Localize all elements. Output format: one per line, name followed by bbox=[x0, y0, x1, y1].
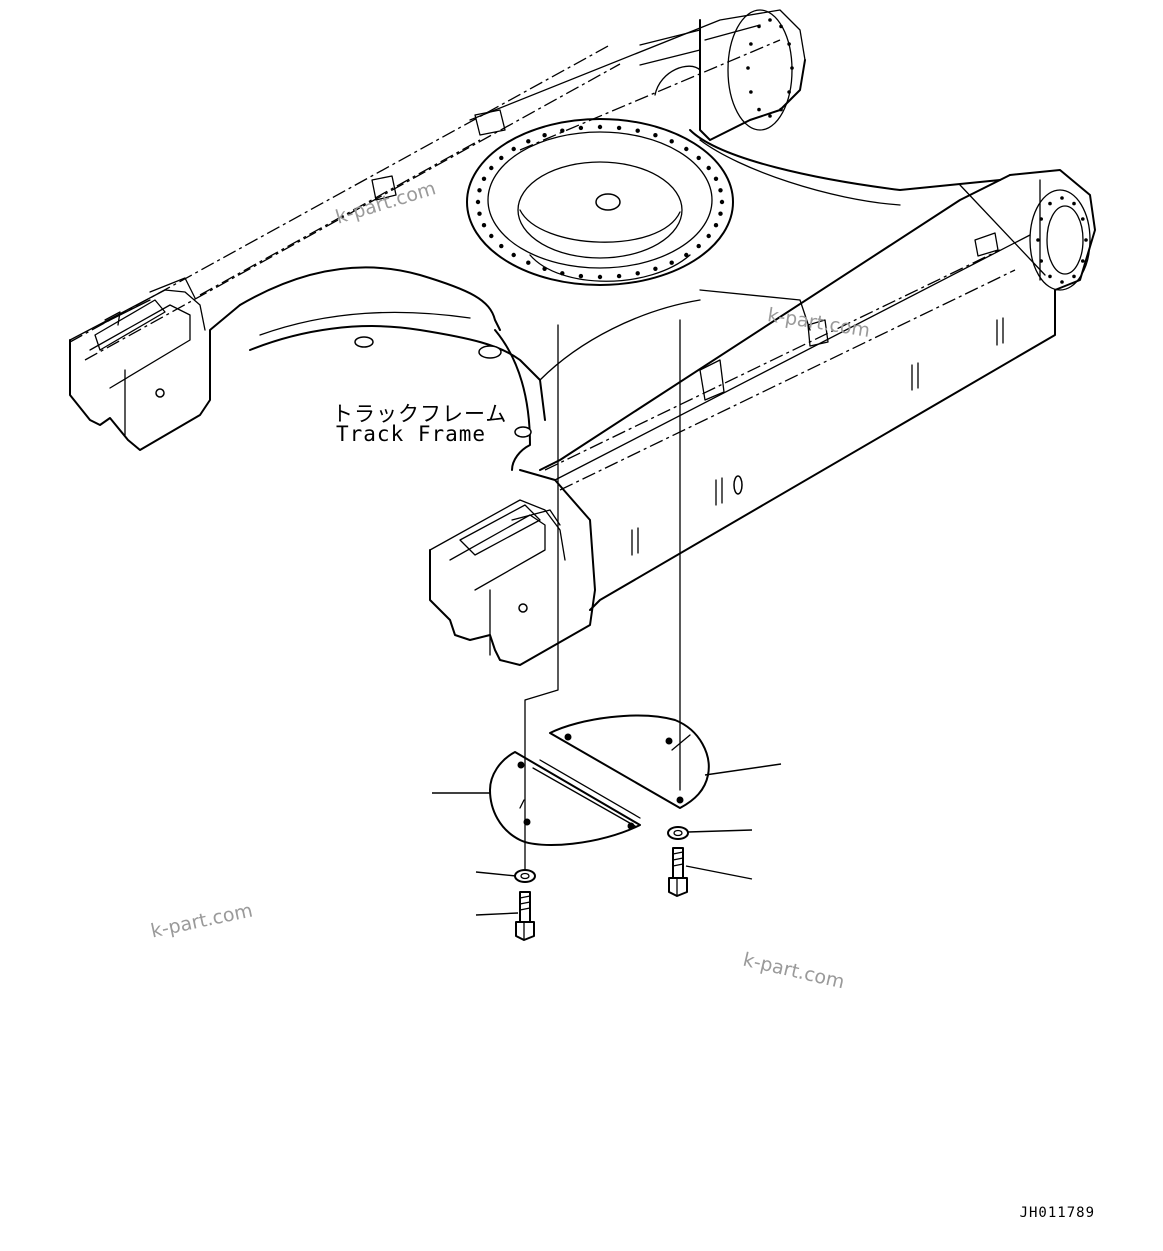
bolt-hole bbox=[1060, 280, 1064, 284]
washer-right bbox=[667, 826, 689, 840]
alignment-lines bbox=[524, 319, 681, 871]
bolt-hole bbox=[560, 271, 565, 276]
right-side-frame bbox=[429, 169, 1096, 666]
bolt-hole bbox=[653, 266, 658, 271]
bolt-hole bbox=[768, 18, 772, 22]
bolt-hole bbox=[616, 273, 622, 279]
idler-bolt-holes bbox=[746, 18, 1088, 284]
bolt-hole bbox=[560, 128, 565, 133]
bolt-hole bbox=[511, 146, 516, 152]
bolt-hole bbox=[669, 139, 674, 144]
bolt-hole bbox=[757, 24, 761, 29]
bolt-hole bbox=[787, 42, 791, 46]
bolt-hole bbox=[779, 24, 783, 29]
bolt-hole bbox=[779, 107, 783, 112]
bolt-hole bbox=[511, 252, 516, 258]
bolt-hole bbox=[1072, 201, 1076, 206]
bolt-hole bbox=[578, 273, 584, 279]
bolt-hole bbox=[635, 271, 640, 276]
bolt-hole bbox=[746, 66, 750, 70]
bolt-hole bbox=[713, 223, 719, 228]
bolt-hole bbox=[1072, 274, 1076, 279]
washer-left bbox=[514, 869, 536, 883]
bolt-hole bbox=[684, 252, 689, 258]
bolt-hole bbox=[542, 133, 547, 138]
bolt-hole bbox=[489, 165, 494, 171]
bolt-hole bbox=[653, 133, 658, 138]
cover-plate-right bbox=[549, 714, 710, 809]
bolt-hole bbox=[696, 155, 701, 161]
bolt-hole bbox=[749, 42, 753, 46]
bolt-hole bbox=[597, 274, 603, 280]
bolt-left bbox=[515, 891, 535, 941]
bolt-hole bbox=[1048, 274, 1052, 279]
bolt-hole bbox=[1060, 196, 1064, 200]
bolt-hole bbox=[1084, 238, 1088, 242]
bolt-hole bbox=[1039, 259, 1043, 263]
bolt-hole bbox=[1039, 217, 1043, 221]
bolt-hole bbox=[526, 260, 531, 265]
bolt-hole bbox=[475, 199, 481, 205]
bolt-hole bbox=[477, 211, 482, 216]
track-frame bbox=[69, 9, 1096, 666]
bolt-hole bbox=[669, 260, 674, 265]
bolt-hole bbox=[481, 223, 487, 228]
bolt-hole bbox=[719, 199, 725, 205]
bolt-hole bbox=[749, 90, 753, 94]
bolt-hole bbox=[790, 66, 794, 70]
drawing-number: JH011789 bbox=[1019, 1205, 1095, 1221]
bolt-hole bbox=[1036, 238, 1040, 242]
bolt-hole bbox=[477, 188, 482, 193]
bolt-hole bbox=[1081, 217, 1085, 221]
bolt-hole bbox=[684, 146, 689, 152]
bolt-hole bbox=[718, 188, 723, 193]
bolt-hole bbox=[499, 243, 504, 249]
bolt-hole bbox=[616, 125, 622, 131]
bolt-hole bbox=[597, 124, 603, 130]
bolt-hole bbox=[706, 233, 711, 239]
bolt-hole bbox=[706, 165, 711, 171]
center-body bbox=[239, 9, 1001, 471]
bolt-hole bbox=[768, 114, 772, 118]
bolt-hole bbox=[718, 211, 723, 216]
bolt-hole bbox=[1081, 259, 1085, 263]
left-side-frame bbox=[69, 44, 621, 451]
bolt-hole bbox=[713, 176, 719, 181]
leader-lines bbox=[432, 763, 782, 916]
bolt-hole bbox=[481, 176, 487, 181]
bolt-hole bbox=[542, 266, 547, 271]
cover-plate-left bbox=[489, 751, 641, 846]
swing-circle-bolt-holes bbox=[475, 124, 725, 280]
track-frame-label-en: Track Frame bbox=[336, 422, 487, 446]
bolt-right bbox=[668, 847, 688, 897]
bolt-hole bbox=[489, 233, 494, 239]
bolt-hole bbox=[787, 90, 791, 94]
bolt-hole bbox=[757, 107, 761, 112]
bolt-hole bbox=[635, 128, 640, 133]
bolt-hole bbox=[499, 155, 504, 161]
bolt-hole bbox=[526, 139, 531, 144]
track-frame-label-jp: トラックフレーム bbox=[332, 402, 508, 426]
bolt-hole bbox=[1048, 201, 1052, 206]
bolt-hole bbox=[696, 243, 701, 249]
bolt-hole bbox=[578, 125, 584, 131]
